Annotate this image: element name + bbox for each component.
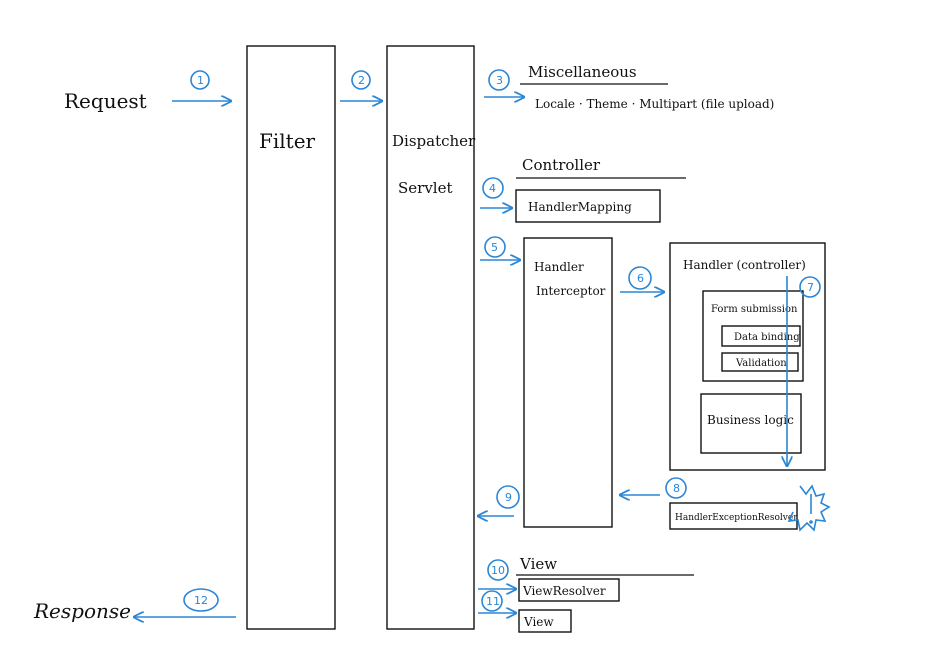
step-marker-1 bbox=[190, 70, 210, 90]
step-marker-3 bbox=[488, 69, 510, 91]
step-number-12: 12 bbox=[194, 594, 208, 607]
misc-title: Miscellaneous bbox=[528, 63, 637, 81]
step-marker-10 bbox=[487, 559, 509, 581]
step-number-11: 11 bbox=[486, 595, 500, 608]
handler-controller-label: Handler (controller) bbox=[683, 258, 806, 272]
step-number-4: 4 bbox=[489, 182, 496, 195]
response-label: Response bbox=[33, 599, 131, 623]
exception-resolver-box bbox=[669, 502, 798, 530]
step-number-2: 2 bbox=[358, 74, 365, 87]
view-resolver-box bbox=[518, 578, 620, 602]
filter-box bbox=[246, 45, 336, 630]
business-logic-label: Business logic bbox=[707, 413, 794, 427]
step-marker-7 bbox=[799, 276, 821, 298]
view-box bbox=[518, 609, 572, 633]
step-number-5: 5 bbox=[491, 241, 498, 254]
step-marker-12 bbox=[183, 588, 219, 612]
controller-title: Controller bbox=[522, 156, 601, 174]
view-resolver-label: ViewResolver bbox=[522, 584, 606, 598]
step-marker-8 bbox=[665, 477, 687, 499]
view-box-label: View bbox=[523, 615, 554, 629]
handler-interceptor-line2: Interceptor bbox=[536, 284, 606, 298]
form-submission-label: Form submission bbox=[711, 304, 798, 315]
step-number-3: 3 bbox=[496, 74, 503, 87]
step-number-9: 9 bbox=[505, 491, 512, 504]
dispatcher-servlet-box bbox=[386, 45, 475, 630]
handler-interceptor-line1: Handler bbox=[534, 260, 584, 274]
request-label: Request bbox=[64, 89, 147, 113]
form-submission-box bbox=[702, 290, 804, 382]
data-binding-box bbox=[721, 325, 801, 347]
step-number-10: 10 bbox=[491, 564, 505, 577]
misc-items: Locale · Theme · Multipart (file upload) bbox=[535, 97, 774, 111]
step-number-8: 8 bbox=[673, 482, 680, 495]
data-binding-label: Data binding bbox=[734, 332, 800, 343]
step-marker-9 bbox=[496, 485, 520, 509]
step-number-1: 1 bbox=[197, 74, 204, 87]
exclamation-icon bbox=[787, 484, 831, 532]
view-title: View bbox=[519, 555, 557, 573]
handler-mapping-label: HandlerMapping bbox=[528, 200, 632, 214]
exception-resolver-label: HandlerExceptionResolver bbox=[675, 513, 798, 523]
validation-box bbox=[721, 352, 799, 372]
dispatcher-label-line2: Servlet bbox=[398, 179, 453, 197]
step-marker-6 bbox=[628, 266, 652, 290]
business-logic-box bbox=[700, 393, 802, 454]
step-marker-5 bbox=[484, 236, 506, 258]
handler-mapping-box bbox=[515, 189, 661, 223]
step-number-6: 6 bbox=[637, 272, 644, 285]
step-marker-2 bbox=[351, 70, 371, 90]
dispatcher-label-line1: Dispatcher bbox=[392, 132, 476, 150]
step-marker-11 bbox=[481, 590, 503, 612]
handler-interceptor-box bbox=[523, 237, 613, 528]
filter-label: Filter bbox=[259, 129, 316, 153]
validation-label: Validation bbox=[735, 358, 787, 369]
step-marker-4 bbox=[482, 177, 504, 199]
handler-controller-box bbox=[669, 242, 826, 471]
step-number-7: 7 bbox=[807, 281, 814, 294]
